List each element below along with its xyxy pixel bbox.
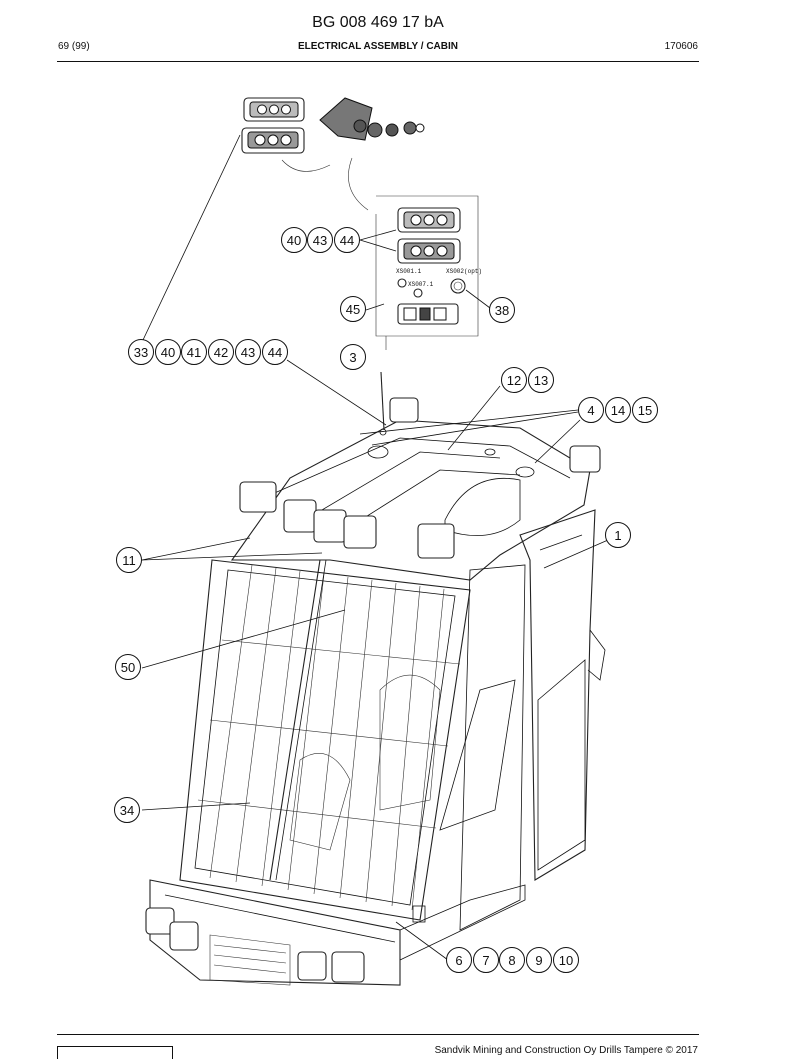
svg-text:13: 13 xyxy=(534,373,548,388)
svg-text:33: 33 xyxy=(134,345,148,360)
callout-7: 7 xyxy=(473,947,499,973)
svg-text:1: 1 xyxy=(614,528,621,543)
copyright-text: Sandvik Mining and Construction Oy Drill… xyxy=(434,1045,698,1056)
svg-text:41: 41 xyxy=(187,345,201,360)
callout-40: 40 xyxy=(155,339,181,365)
section-title: ELECTRICAL ASSEMBLY / CABIN xyxy=(297,41,459,52)
callout-13: 13 xyxy=(528,367,554,393)
callout-40: 40 xyxy=(281,227,307,253)
connector-label-xs001: XS001.1 xyxy=(396,268,422,275)
callout-43: 43 xyxy=(307,227,333,253)
callout-4: 4 xyxy=(578,397,604,423)
callout-12: 12 xyxy=(501,367,527,393)
callout-10: 10 xyxy=(553,947,579,973)
svg-text:43: 43 xyxy=(241,345,255,360)
connector-label-xs002: XS002(opt) xyxy=(446,268,482,275)
date-code: 170606 xyxy=(664,41,698,52)
callout-44: 44 xyxy=(334,227,360,253)
callout-50: 50 xyxy=(115,654,141,680)
callout-33: 33 xyxy=(128,339,154,365)
svg-text:38: 38 xyxy=(495,303,509,318)
svg-text:50: 50 xyxy=(121,660,135,675)
svg-text:40: 40 xyxy=(287,233,301,248)
svg-text:3: 3 xyxy=(349,350,356,365)
svg-text:42: 42 xyxy=(214,345,228,360)
svg-text:9: 9 xyxy=(535,953,542,968)
callout-45: 45 xyxy=(340,296,366,322)
callout-6: 6 xyxy=(446,947,472,973)
connector-detail-box: XS001.1 XS002(opt) XS007.1 xyxy=(375,195,482,350)
svg-text:40: 40 xyxy=(161,345,175,360)
cabin-illustration xyxy=(145,371,606,986)
callout-38: 38 xyxy=(489,297,515,323)
page-number: 69 (99) xyxy=(58,41,90,52)
callout-41: 41 xyxy=(181,339,207,365)
svg-text:12: 12 xyxy=(507,373,521,388)
svg-text:44: 44 xyxy=(268,345,282,360)
callout-1: 1 xyxy=(605,522,631,548)
svg-text:14: 14 xyxy=(611,403,625,418)
svg-text:4: 4 xyxy=(587,403,594,418)
leader-lines xyxy=(141,134,609,961)
svg-text:10: 10 xyxy=(559,953,573,968)
callout-44: 44 xyxy=(262,339,288,365)
svg-text:44: 44 xyxy=(340,233,354,248)
svg-text:8: 8 xyxy=(508,953,515,968)
svg-text:6: 6 xyxy=(455,953,462,968)
svg-text:34: 34 xyxy=(120,803,134,818)
svg-text:45: 45 xyxy=(346,302,360,317)
callout-8: 8 xyxy=(499,947,525,973)
callout-14: 14 xyxy=(605,397,631,423)
svg-text:43: 43 xyxy=(313,233,327,248)
callout-42: 42 xyxy=(208,339,234,365)
connector-label-xs007: XS007.1 xyxy=(408,281,434,288)
lamp-panel-detail-top xyxy=(241,97,425,211)
svg-text:7: 7 xyxy=(482,953,489,968)
document-number: BG 008 469 17 bA xyxy=(312,14,444,31)
callout-9: 9 xyxy=(526,947,552,973)
callout-3: 3 xyxy=(340,344,366,370)
svg-text:15: 15 xyxy=(638,403,652,418)
svg-text:11: 11 xyxy=(122,553,136,568)
callout-11: 11 xyxy=(116,547,142,573)
callout-43: 43 xyxy=(235,339,261,365)
callout-34: 34 xyxy=(114,797,140,823)
footer-rule xyxy=(57,1034,699,1035)
callout-15: 15 xyxy=(632,397,658,423)
header-rule xyxy=(57,61,699,62)
